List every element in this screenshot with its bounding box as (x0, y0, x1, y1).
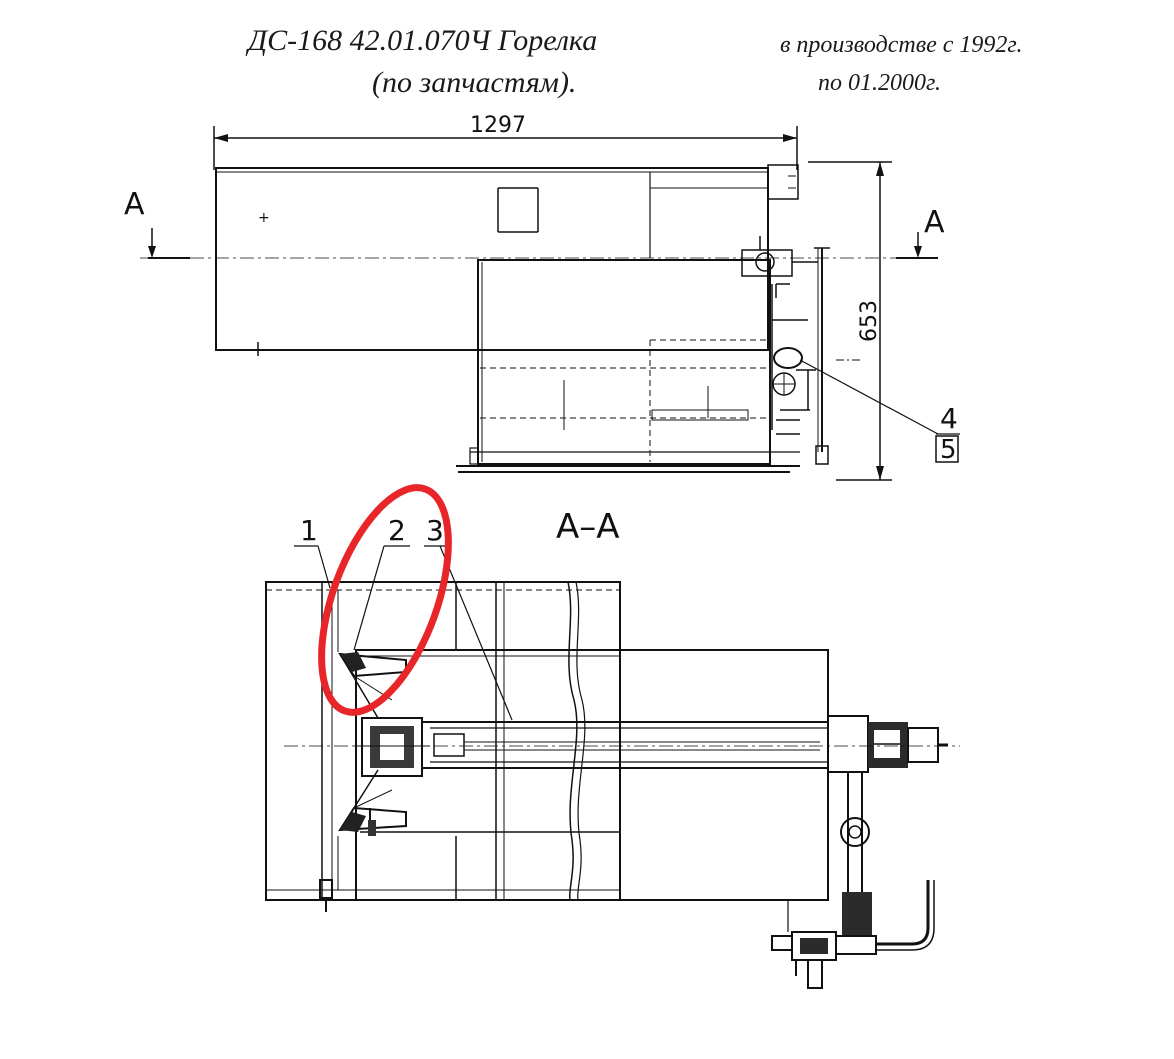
callout-label-5: 5 (940, 435, 957, 465)
dimension-length-label: 1297 (470, 113, 526, 138)
production-start: в производстве с 1992г. (780, 32, 1023, 58)
production-end: по 01.2000г. (818, 70, 942, 96)
drawing-subtitle: (по запчастям). (372, 66, 577, 99)
callout-4-5: 4 5 (799, 359, 960, 465)
dimension-height: 653 (808, 161, 892, 481)
callout-label-1: 1 (300, 514, 318, 547)
svg-text:+: + (258, 210, 270, 226)
callout-label-2: 2 (388, 514, 406, 547)
highlight-ellipse (318, 484, 452, 716)
dimension-height-label: 653 (857, 300, 882, 342)
drawing-title: ДС-168 42.01.070Ч Горелка (248, 24, 598, 57)
section-letter-left: A (124, 187, 145, 222)
section-mark-left: A (124, 187, 190, 259)
section-mark-right: A (896, 205, 945, 259)
nozzle-assembly (356, 717, 829, 777)
callouts-1-2-3: 1 2 3 (294, 514, 513, 721)
section-title: A–A (556, 507, 620, 547)
dimension-length: 1297 (213, 113, 798, 170)
gas-fittings (741, 236, 860, 465)
section-letter-right: A (924, 205, 945, 240)
section-view-a-a: A–A 1 2 3 (265, 507, 960, 989)
callout-label-3: 3 (426, 514, 444, 547)
top-view: 1297 + (124, 113, 960, 481)
callout-label-4: 4 (940, 402, 958, 435)
bottom-bolt (319, 879, 333, 912)
rear-fittings (771, 715, 948, 989)
